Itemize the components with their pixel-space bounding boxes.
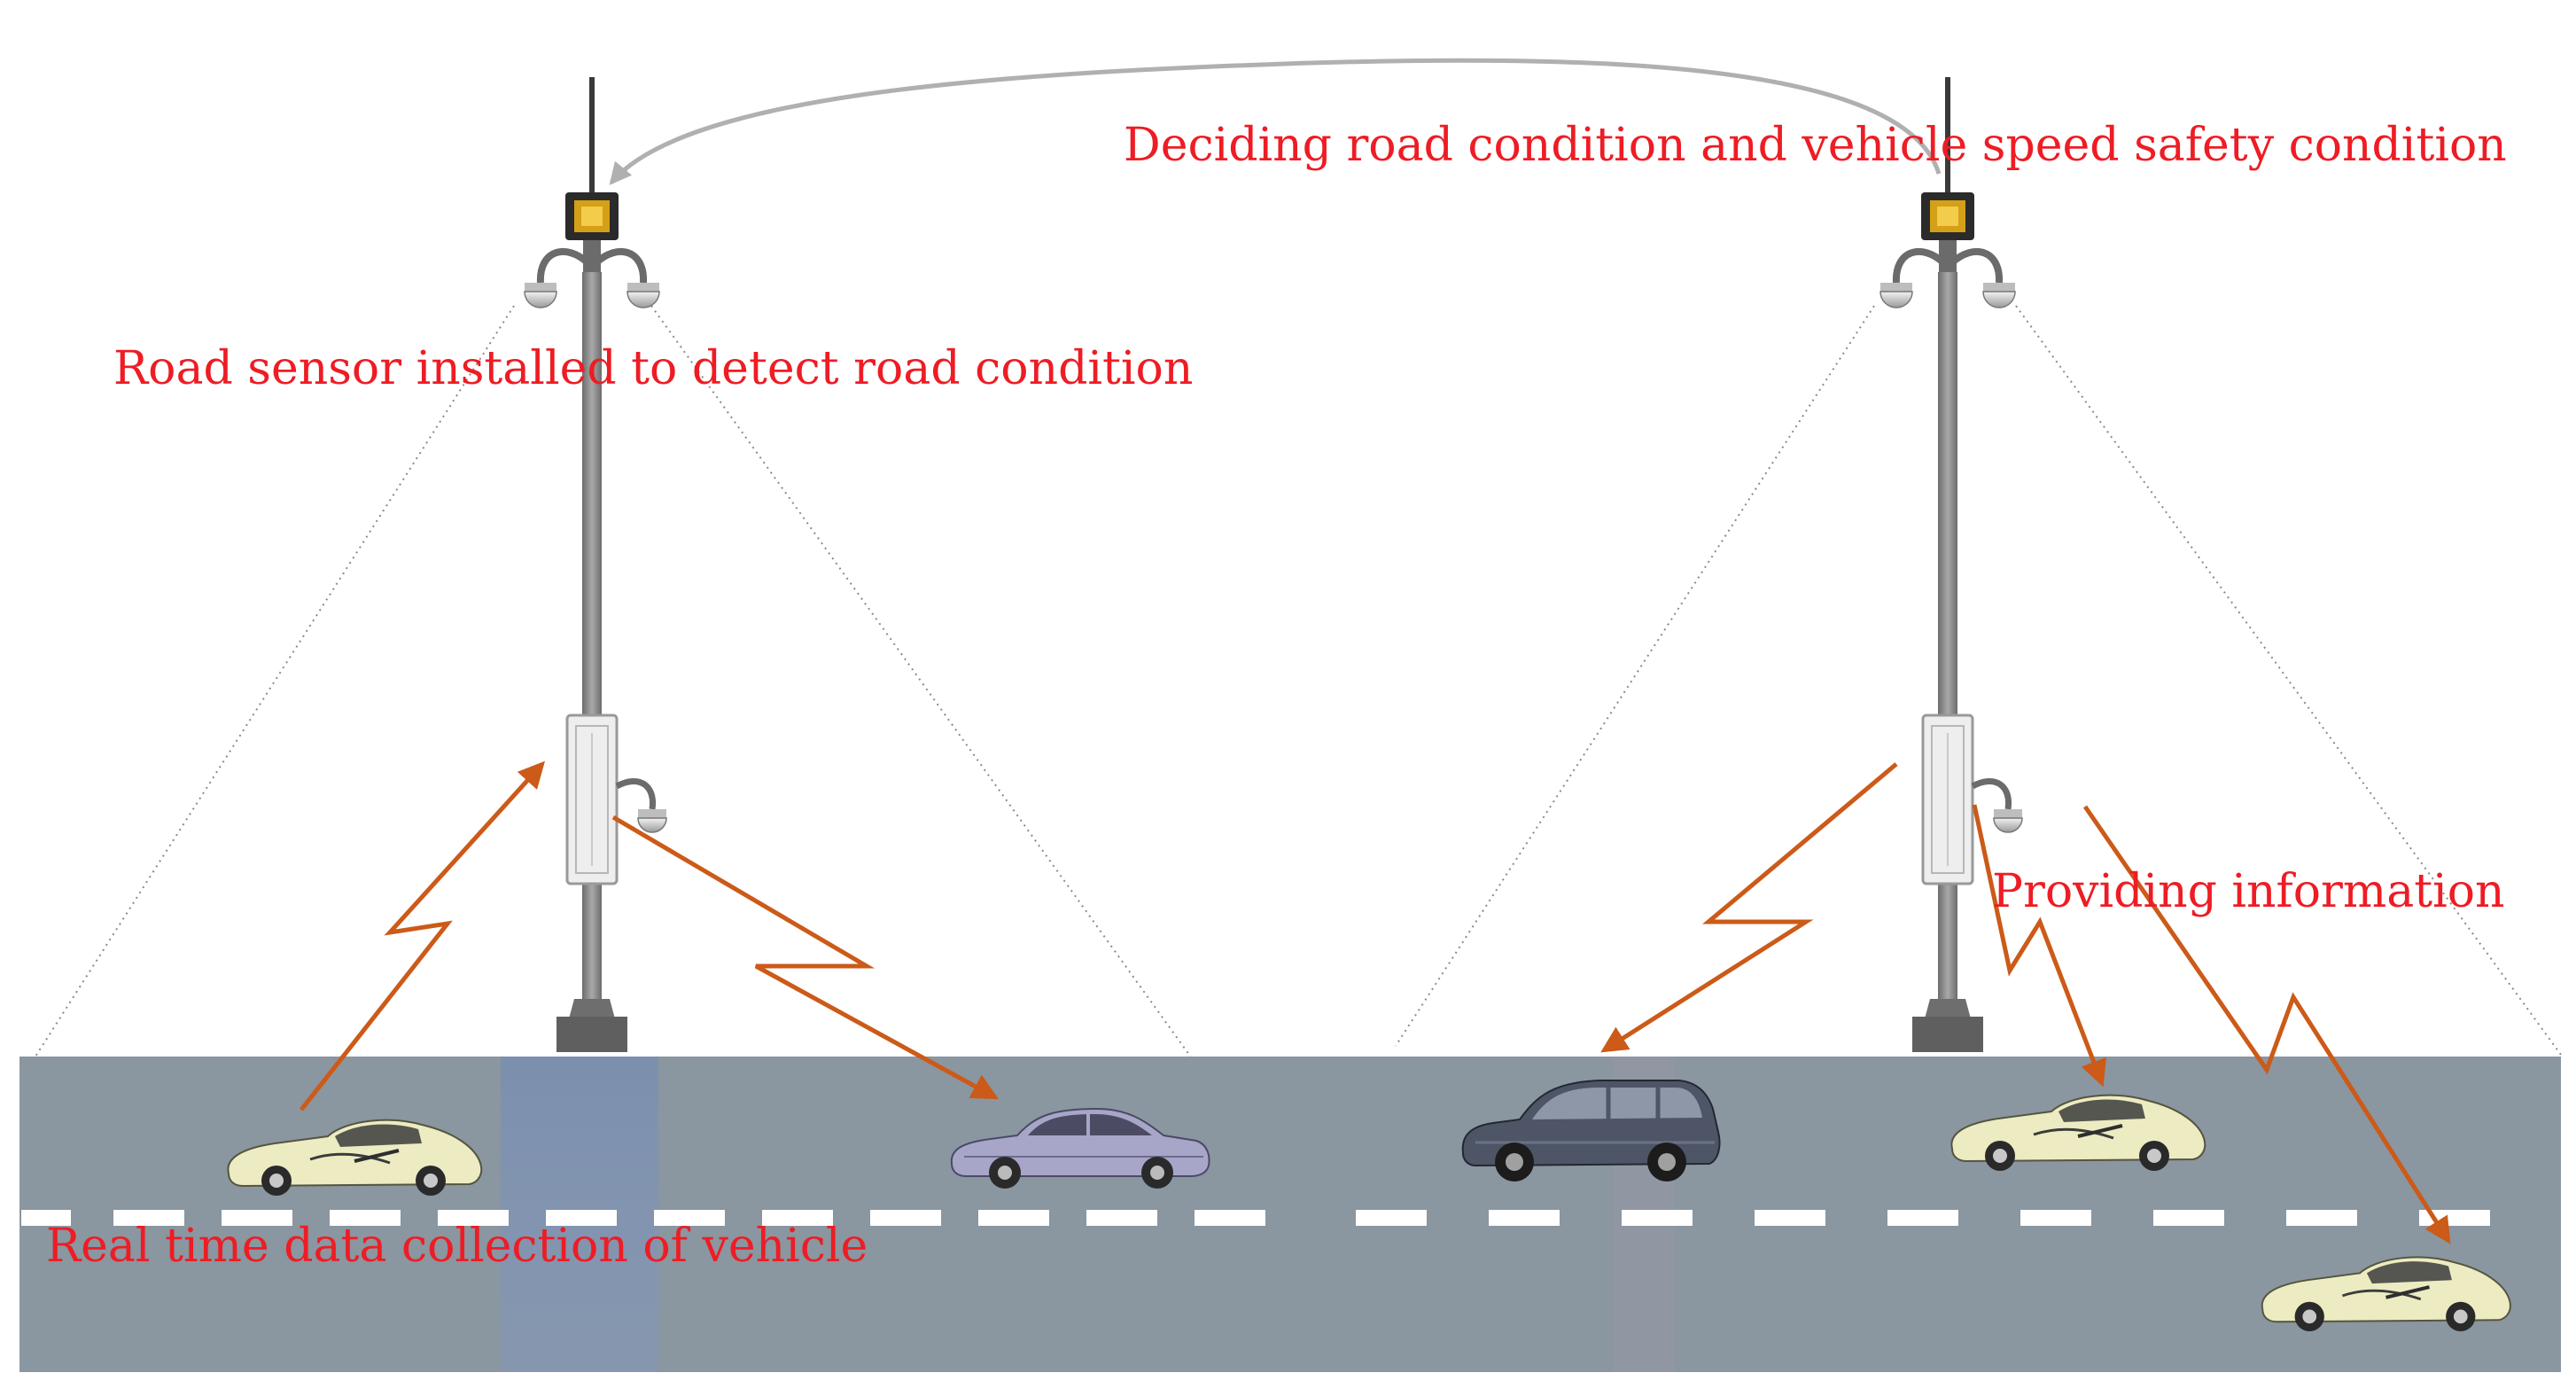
road [19,1057,2561,1372]
downlink-arrow-car-3 [2082,805,2451,1244]
downlink-arrow-car-2 [1972,804,2106,1088]
downlink-arrow-sedan [611,815,999,1100]
uplink-arrow [300,760,546,1111]
signal-arrows [300,760,2451,1244]
deciding-label: Deciding road condition and vehicle spee… [1124,119,2507,172]
road-sensor-label: Road sensor installed to detect road con… [113,342,1194,395]
street-lamp-pole-icon-left [525,77,666,1052]
real-time-collection-label: Real time data collection of vehicle [46,1220,868,1273]
coverage-lines [35,305,2562,1078]
downlink-arrow-suv [1600,762,1898,1053]
sensor-feedback-arrow [609,58,1942,185]
lane-markings [21,1210,2490,1226]
providing-information-label: Providing information [1992,865,2505,918]
